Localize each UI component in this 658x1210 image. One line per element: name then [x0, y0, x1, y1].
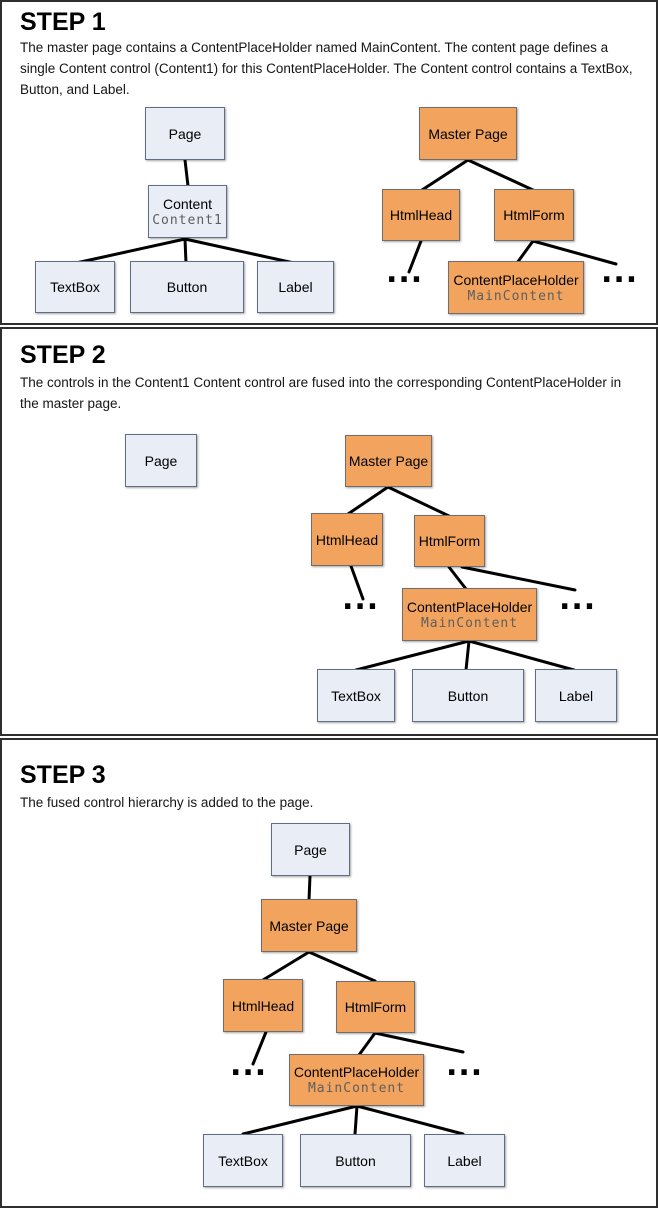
node-sublabel: MainContent — [467, 288, 565, 304]
node-label: HtmlHead — [231, 997, 295, 1014]
node-label: Page — [144, 452, 178, 469]
node-sublabel: MainContent — [307, 1081, 406, 1096]
node-label: HtmlHead — [315, 531, 379, 548]
connector-line — [357, 1031, 377, 1057]
node-label: Button — [166, 279, 208, 295]
node-content: Content Content1 — [148, 185, 227, 238]
node-label: HtmlForm — [503, 207, 565, 223]
connector-line — [241, 1104, 359, 1136]
node-label: HtmlForm — [344, 999, 407, 1015]
node-htmlform: HtmlForm — [494, 189, 574, 241]
step3-panel: STEP 3 The fused control hierarchy is ad… — [0, 738, 658, 1208]
node-master-page: Master Page — [261, 899, 357, 952]
node-contentplaceholder: ContentPlaceHolder MainContent — [402, 588, 537, 641]
connector-line — [420, 158, 470, 192]
node-label: TextBox — [218, 1152, 268, 1169]
node-button: Button — [412, 669, 524, 722]
node-master-page: Master Page — [419, 107, 517, 160]
node-page: Page — [145, 107, 225, 160]
step3-description: The fused control hierarchy is added to … — [20, 795, 314, 810]
node-button: Button — [130, 261, 244, 313]
node-label: Label — [278, 279, 313, 295]
ellipsis: ... — [342, 582, 380, 617]
node-label: Page — [168, 125, 202, 142]
connector-line — [261, 950, 311, 982]
node-label: Button — [335, 1152, 376, 1169]
ellipsis: ... — [559, 582, 597, 617]
node-htmlhead: HtmlHead — [223, 979, 303, 1032]
node-label: Label — [558, 687, 594, 704]
connector-line — [355, 1104, 465, 1136]
connector-line — [183, 237, 296, 265]
node-label: HtmlForm — [418, 533, 481, 549]
connector-line — [183, 158, 190, 188]
connector-line — [466, 158, 535, 192]
node-textbox: TextBox — [35, 261, 115, 313]
node-label: ContentPlaceHolder — [406, 598, 533, 615]
step3-title: STEP 3 — [20, 761, 106, 789]
node-master-page: Master Page — [345, 435, 432, 487]
node-page: Page — [125, 434, 197, 487]
node-label: Master Page — [428, 125, 508, 142]
node-sublabel: Content1 — [152, 212, 223, 228]
node-button: Button — [300, 1134, 411, 1187]
node-sublabel: MainContent — [420, 615, 519, 631]
ellipsis: ... — [601, 255, 639, 290]
connector-line — [386, 485, 451, 518]
node-label: Content — [162, 195, 213, 212]
connector-line — [183, 237, 188, 265]
node-label-box: Label — [535, 669, 617, 722]
step1-panel: STEP 1 The master page contains a Conten… — [0, 0, 658, 325]
node-label: ContentPlaceHolder — [293, 1064, 420, 1080]
node-label: Button — [447, 687, 489, 704]
connector-line — [346, 485, 390, 516]
connector-line — [447, 565, 468, 591]
node-label: Page — [294, 841, 327, 858]
step1-description: The master page contains a ContentPlaceH… — [20, 40, 633, 97]
connector-line — [354, 639, 471, 672]
node-htmlform: HtmlForm — [414, 515, 485, 567]
node-label-box: Label — [257, 261, 334, 313]
step2-description: The controls in the Content1 Content con… — [20, 375, 622, 411]
node-htmlform: HtmlForm — [336, 981, 415, 1033]
connector-line — [515, 239, 535, 265]
node-label: TextBox — [331, 687, 381, 704]
connector-line — [307, 874, 312, 902]
ellipsis: ... — [230, 1048, 268, 1083]
node-textbox: TextBox — [203, 1134, 283, 1187]
ellipsis: ... — [386, 255, 424, 290]
connector-line — [353, 1104, 359, 1136]
connector-line — [74, 237, 187, 265]
node-label: Master Page — [348, 453, 429, 469]
node-htmlhead: HtmlHead — [382, 189, 460, 241]
connector-line — [307, 950, 377, 983]
ellipsis: ... — [446, 1048, 484, 1083]
step2-title: STEP 2 — [20, 341, 106, 369]
node-label: HtmlHead — [389, 207, 453, 223]
node-page: Page — [271, 823, 350, 876]
node-contentplaceholder: ContentPlaceHolder MainContent — [448, 261, 584, 314]
node-label: TextBox — [50, 279, 100, 295]
node-label-box: Label — [424, 1134, 505, 1187]
node-label: Master Page — [269, 917, 349, 934]
connector-line — [464, 639, 471, 672]
node-label: ContentPlaceHolder — [453, 271, 579, 288]
step2-panel: STEP 2 The controls in the Content1 Cont… — [0, 327, 658, 736]
node-htmlhead: HtmlHead — [311, 513, 383, 566]
node-textbox: TextBox — [317, 669, 395, 722]
node-label: Label — [447, 1152, 482, 1169]
step1-title: STEP 1 — [20, 8, 106, 36]
node-contentplaceholder: ContentPlaceHolder MainContent — [289, 1054, 424, 1106]
connector-line — [467, 639, 576, 672]
